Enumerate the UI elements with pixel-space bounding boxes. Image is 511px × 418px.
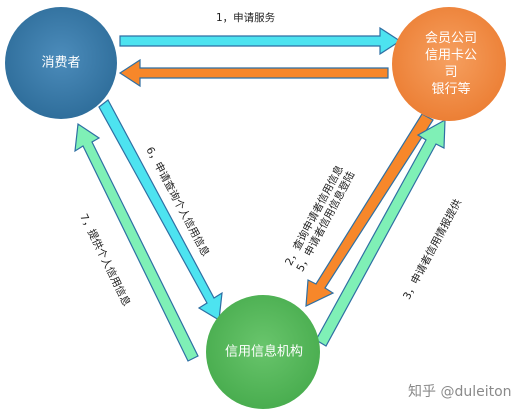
institution-label: 会员公司 信用卡公司 银行等 bbox=[424, 31, 477, 97]
credit-agency-label: 信用信息机构 bbox=[224, 344, 304, 360]
consumer-label: 消费者 bbox=[41, 55, 81, 71]
arrow-request-personal-info bbox=[98, 99, 223, 321]
arrow-provide-credit-report bbox=[315, 118, 446, 347]
edge-label-apply-service: 1，申请服务 bbox=[216, 12, 276, 24]
consumer-node bbox=[5, 7, 117, 119]
arrow-query-credit-info bbox=[305, 113, 434, 307]
credit-agency-node bbox=[206, 295, 320, 409]
arrow-return-to-consumer bbox=[118, 58, 389, 88]
arrow-provide-personal-info bbox=[74, 122, 199, 362]
watermark: 知乎 @duleitony bbox=[408, 384, 511, 400]
institution-node bbox=[392, 7, 506, 121]
arrow-apply-service bbox=[119, 26, 402, 56]
